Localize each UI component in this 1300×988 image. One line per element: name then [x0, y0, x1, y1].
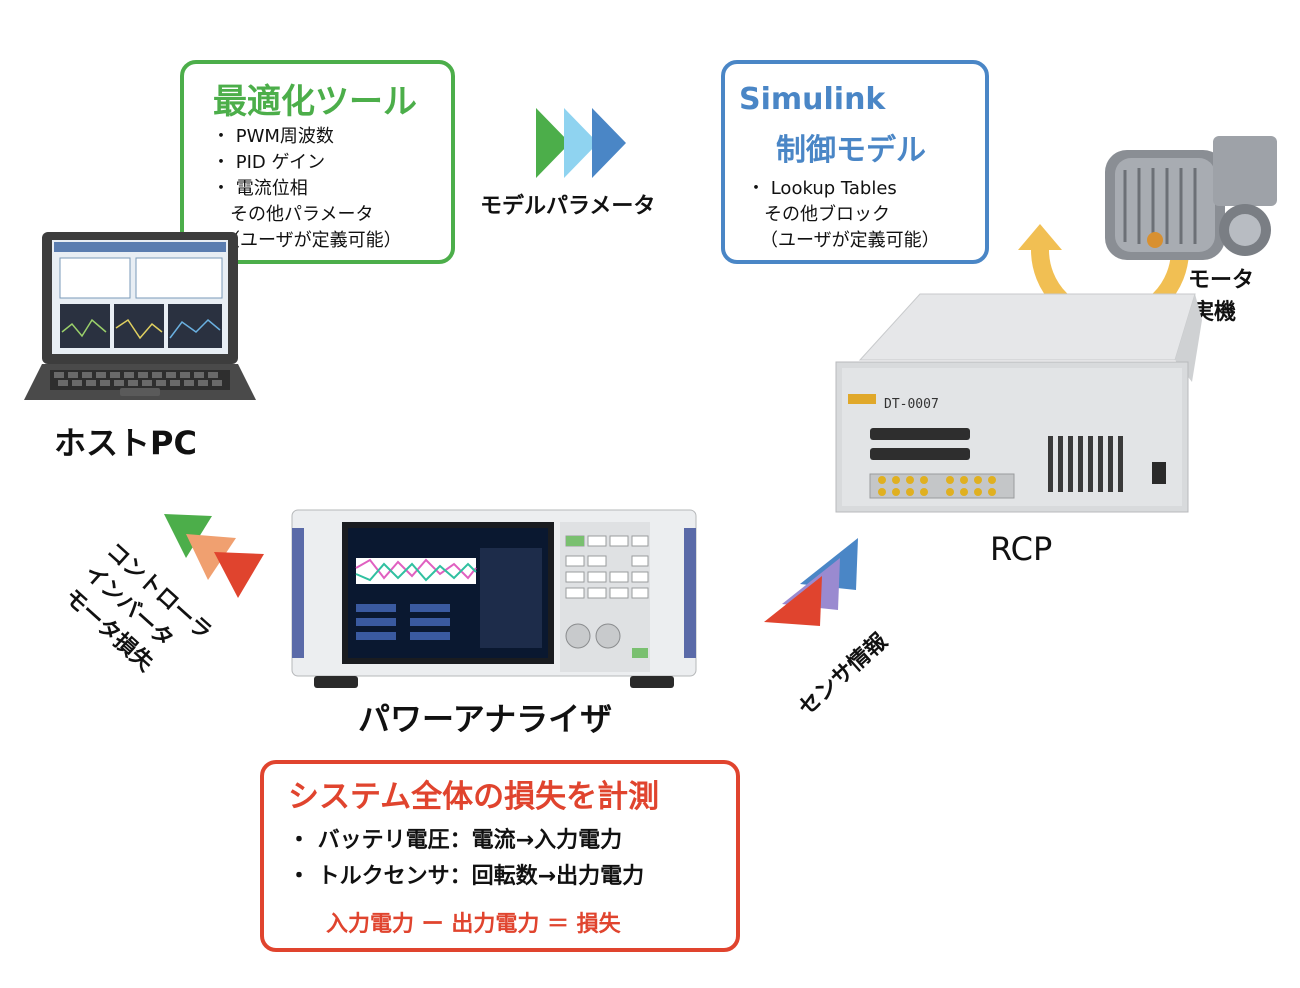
power-analyzer-icon — [291, 509, 697, 688]
measurement-box — [260, 760, 740, 952]
optimization-tool-title: 最適化ツール — [213, 82, 417, 122]
param-item-user-defined: （ユーザが定義可能） — [222, 230, 402, 251]
motor-icon — [1105, 136, 1277, 260]
param-item-other: その他パラメータ — [230, 204, 374, 225]
simulink-model-box — [721, 60, 989, 264]
simulink-item-user-defined: （ユーザが定義可能） — [760, 230, 940, 251]
param-item-pwm: ・ PWM周波数 — [212, 126, 334, 147]
sensor-info-label: センサ情報 — [794, 628, 893, 722]
loss-formula: 入力電力 ー 出力電力 ＝ 損失 — [326, 912, 621, 937]
laptop-icon — [24, 232, 256, 400]
measurement-item-torque: ・ トルクセンサ：回転数→出力電力 — [288, 864, 645, 889]
param-item-pid: ・ PID ゲイン — [212, 152, 326, 173]
parameter-arrow-label: モデルパラメータ — [480, 194, 656, 219]
rcp-panel-text: DT-0007 — [884, 397, 939, 412]
simulink-item-lookup: ・ Lookup Tables — [747, 178, 897, 199]
motor-label-line1: モータ — [1188, 268, 1255, 293]
rcp-device-icon — [835, 293, 1202, 513]
measurement-title: システム全体の損失を計測 — [288, 779, 660, 815]
host-pc-label: ホストPC — [54, 424, 197, 462]
parameter-arrow-icon — [536, 108, 626, 178]
optimization-tool-box — [180, 60, 455, 264]
param-item-phase: ・ 電流位相 — [212, 178, 308, 199]
simulink-item-other: その他ブロック — [764, 204, 890, 225]
measurement-item-battery: ・ バッテリ電圧：電流→入力電力 — [288, 828, 623, 853]
rcp-label: RCP — [990, 530, 1053, 568]
power-analyzer-label: パワーアナライザ — [358, 700, 613, 738]
simulink-title: Simulink — [739, 82, 886, 117]
sensor-arrow-icon — [764, 538, 858, 626]
loss-arrow-icon — [164, 514, 264, 598]
control-model-title: 制御モデル — [776, 133, 926, 168]
